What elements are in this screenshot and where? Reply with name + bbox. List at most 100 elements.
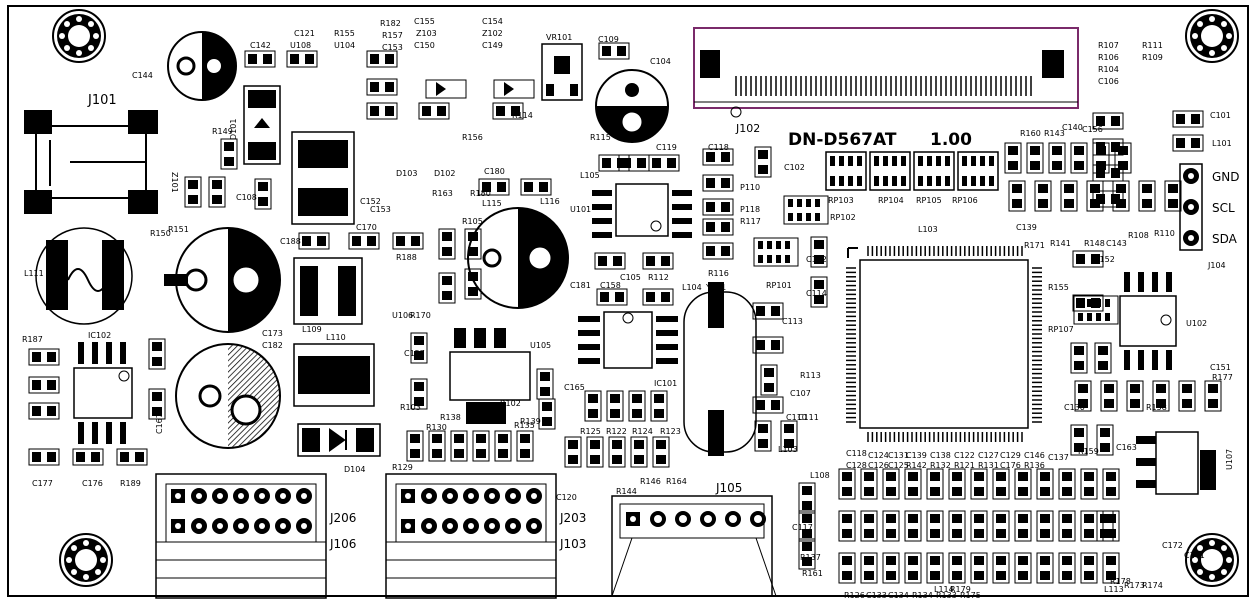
smd-pad [1084, 472, 1094, 481]
smd-pad [613, 256, 622, 266]
label-y101: Y101 [705, 283, 726, 292]
label-l113: L113 [1104, 585, 1124, 594]
label-c153b: C153 [370, 205, 391, 214]
smd-pad [814, 255, 824, 264]
rpack-pin [945, 156, 950, 166]
label-r160: R160 [1020, 129, 1041, 138]
smd-pad [974, 556, 984, 565]
header-pin-hole [405, 493, 411, 499]
smd-pad [771, 306, 780, 316]
smd-pad [317, 236, 326, 246]
smd-pad [886, 487, 896, 496]
smd-pad [721, 152, 730, 162]
smd-pad [1106, 487, 1116, 496]
label-j106: J106 [329, 537, 356, 551]
smd-outline [516, 430, 534, 462]
label-r136: R136 [1024, 461, 1045, 470]
smd-outline [904, 468, 922, 500]
rpack-pin [815, 199, 820, 207]
label-u104: U104 [334, 41, 355, 50]
smd-pad [385, 82, 394, 92]
smd-pad [520, 449, 530, 458]
smd-pad [135, 452, 144, 462]
label-r175: R175 [960, 591, 981, 600]
label-r130: R130 [426, 423, 447, 432]
smd-outline [882, 468, 900, 500]
smd-pad [47, 452, 56, 462]
smd-pad [410, 434, 420, 443]
smd-outline [494, 430, 512, 462]
smd-pad [1084, 487, 1094, 496]
smd-pad [1208, 384, 1218, 393]
smd-outline [538, 398, 556, 430]
smd-pad [637, 158, 646, 168]
smd-pad [930, 556, 940, 565]
smd-pad [1084, 571, 1094, 580]
smd-pad [1012, 199, 1022, 208]
ic-ic101: IC101 [578, 311, 678, 388]
label-l109: L109 [302, 325, 322, 334]
smd-pad [1106, 571, 1116, 580]
smd-pad [498, 449, 508, 458]
label-c188: C188 [280, 237, 301, 246]
smd-pad [600, 292, 609, 302]
j105-pin-hole [704, 515, 712, 523]
smd-pad [32, 406, 41, 416]
smd-outline [882, 552, 900, 584]
smd-pad [974, 529, 984, 538]
smd-outline [754, 146, 772, 178]
smd-outline [904, 552, 922, 584]
smd-pad [1156, 384, 1166, 393]
smd-outline [1114, 142, 1132, 174]
smd-outline [1164, 180, 1182, 212]
smd-pad [598, 256, 607, 266]
label-r117: R117 [740, 217, 761, 226]
label-r133: R133 [936, 591, 957, 600]
smd-pad [1040, 556, 1050, 565]
smd-outline [1204, 380, 1222, 412]
smd-pad [1064, 184, 1074, 193]
label-c155: C155 [414, 17, 435, 26]
rpack-pin [788, 199, 793, 207]
smd-pad [32, 380, 41, 390]
smd-pad [590, 440, 600, 449]
smd-pad [32, 352, 41, 362]
smd-pad [539, 182, 548, 192]
smd-pad [721, 202, 730, 212]
label-j103: J103 [559, 537, 586, 551]
smd-pad [414, 397, 424, 406]
smd-pad [667, 158, 676, 168]
smd-outline [254, 178, 272, 210]
label-c128: C128 [846, 461, 867, 470]
header-pin-hole [217, 523, 223, 529]
rpack-pin [1087, 299, 1092, 307]
smd-pad [771, 340, 780, 350]
smd-outline [492, 102, 524, 120]
smd-outline [810, 236, 828, 268]
rpack-pin [962, 176, 967, 186]
rpack-pin [788, 213, 793, 221]
label-r108: R108 [1128, 231, 1149, 240]
smd-pad [1098, 346, 1108, 355]
label-c152: C152 [360, 197, 381, 206]
smd-outline [798, 510, 816, 542]
smd-pad [612, 455, 622, 464]
label-r174: R174 [1142, 581, 1163, 590]
label-c181: C181 [570, 281, 591, 290]
smd-outline [798, 538, 816, 570]
smd-pad [996, 487, 1006, 496]
smd-pad [1168, 199, 1178, 208]
smd-pad [224, 157, 234, 166]
diode-d102: D102 [434, 79, 535, 178]
smd-pad [1040, 487, 1050, 496]
label-rpack: RP107 [1048, 325, 1074, 334]
smd-pad [864, 571, 874, 580]
rpack-pin [857, 156, 862, 166]
smd-outline [752, 396, 784, 414]
smd-pad [617, 46, 626, 56]
smd-outline [1014, 552, 1032, 584]
smd-outline [904, 510, 922, 542]
label-u105: U105 [530, 341, 551, 350]
smd-outline [926, 510, 944, 542]
rpack-pin [815, 213, 820, 221]
